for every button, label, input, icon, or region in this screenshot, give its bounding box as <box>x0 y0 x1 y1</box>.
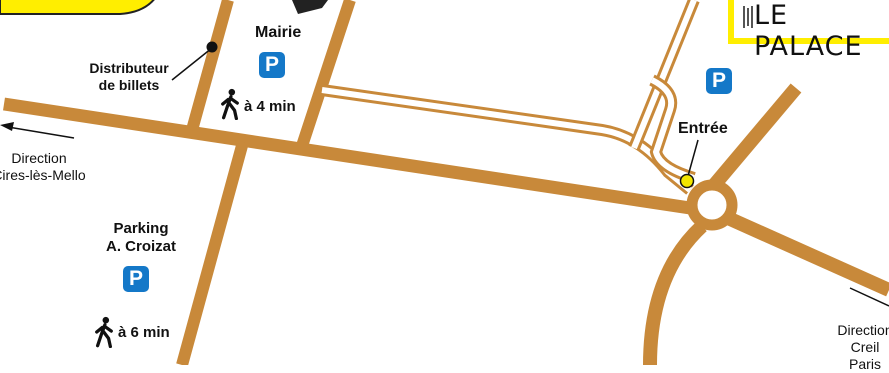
entree-label: Entrée <box>678 120 728 137</box>
road-left-lower <box>176 140 249 365</box>
direction-left-arrow-icon <box>0 122 14 131</box>
yellow-callout-fragment <box>0 0 155 15</box>
palace-logo-text: LE PALACE <box>754 0 863 62</box>
main-road <box>3 97 691 215</box>
direction-right-arrow-line <box>849 287 889 307</box>
palace-logo-frame <box>728 0 889 44</box>
walk-time-croizat: à 6 min <box>118 324 170 341</box>
distributeur-pointer-line <box>171 47 213 81</box>
road-to-palace-inner <box>631 0 697 150</box>
mairie-label: Mairie <box>255 24 302 41</box>
road-south <box>643 220 707 365</box>
direction-left-label: Direction Cires-lès-Mello <box>0 150 86 183</box>
walking-person-icon <box>221 88 239 120</box>
road-southeast <box>725 211 889 297</box>
walk-time-mairie: à 4 min <box>244 98 296 115</box>
roundabout <box>686 179 738 231</box>
palace-logo-small-text-mark <box>743 6 753 28</box>
parking-access-road-inner <box>650 77 695 181</box>
road-northeast <box>704 83 802 195</box>
direction-left-arrow-line <box>7 126 75 139</box>
road-mairie <box>294 0 356 154</box>
street-map <box>0 0 889 365</box>
building-block <box>292 0 328 14</box>
entree-dot-marker-icon <box>679 173 695 189</box>
walking-person-icon <box>95 316 113 348</box>
entree-pointer-line <box>687 139 699 177</box>
parking-icon-entree: P <box>706 68 732 94</box>
parking-croizat-label: Parking A. Croizat <box>105 220 176 255</box>
direction-right-label: Direction Creil Paris <box>837 322 889 372</box>
parking-icon-mairie: P <box>259 52 285 78</box>
road-left-upper <box>186 0 234 132</box>
distributeur-label: Distributeur de billets <box>89 60 169 93</box>
distributeur-dot-marker-icon <box>206 41 218 53</box>
parking-icon-croizat: P <box>123 266 149 292</box>
